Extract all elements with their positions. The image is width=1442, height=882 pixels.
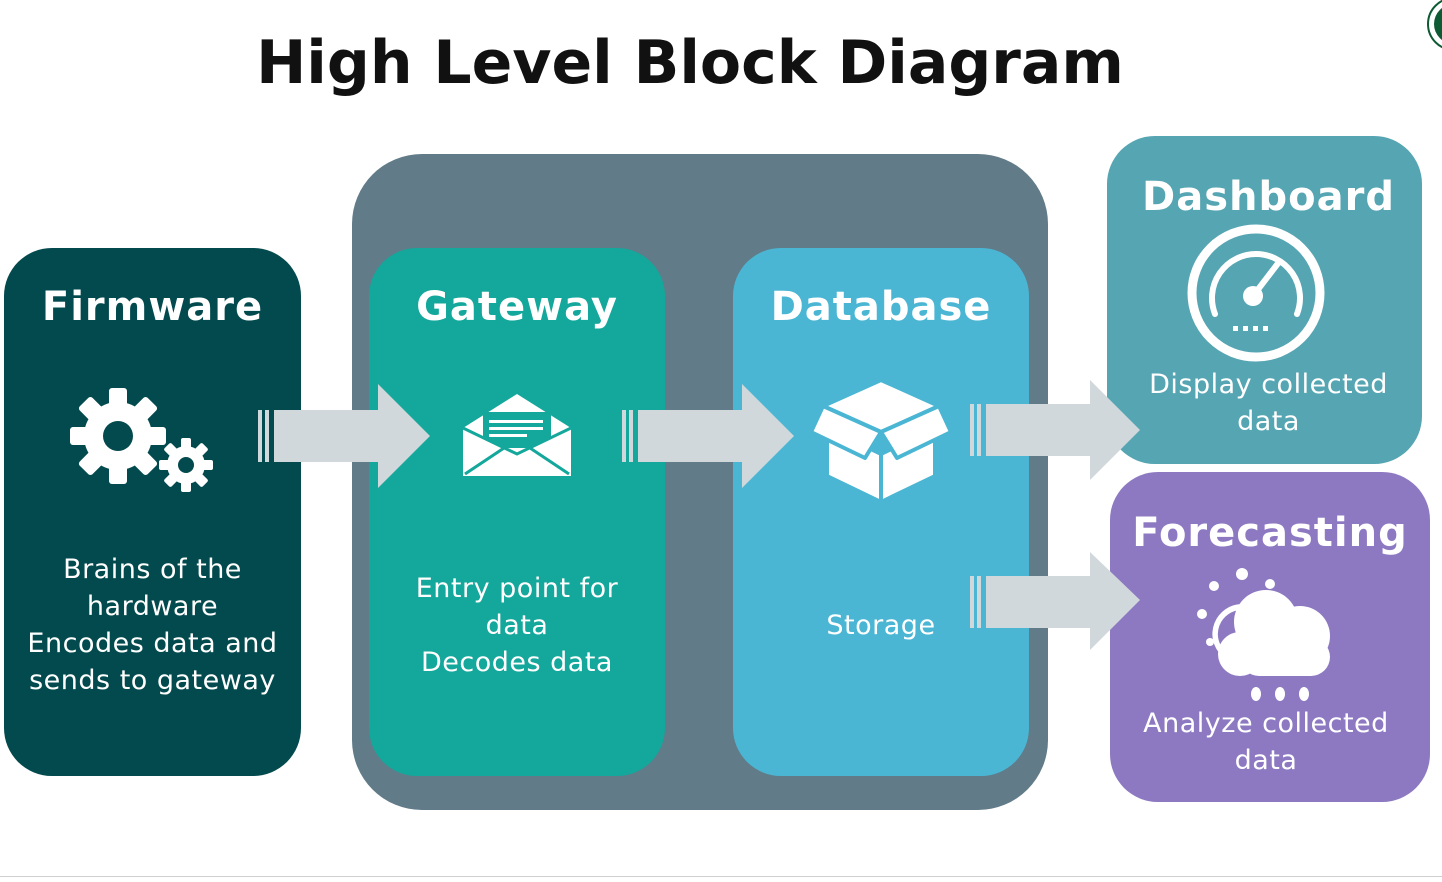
database-block: Database Storage [733,248,1029,776]
gateway-line-1: Entry point for [415,573,619,604]
database-line-1: Storage [826,610,936,641]
gateway-block: Gateway Entry point for data Decodes dat… [369,248,665,776]
gauge-icon [1187,224,1325,362]
firmware-line-4: sends to gateway [29,665,276,696]
arrow-database-to-dashboard [970,380,1140,480]
dashboard-line-2: data [1237,406,1300,437]
database-heading: Database [770,284,992,330]
arrow-firmware-to-gateway [258,384,430,488]
box-icon [809,378,953,504]
gateway-description: Entry point for data Decodes data [369,570,665,681]
firmware-line-1: Brains of the [63,554,242,585]
forecasting-heading: Forecasting [1132,510,1408,556]
dashboard-heading: Dashboard [1142,174,1395,220]
firmware-heading: Firmware [41,284,264,330]
envelope-icon [462,394,572,476]
weather-icon [1197,568,1330,701]
gateway-line-2: data [485,610,549,641]
firmware-line-3: Encodes data and [27,628,278,659]
university-seal-logo [1427,0,1442,49]
dashboard-line-1: Display collected [1149,369,1388,400]
gears-icon [70,388,213,492]
firmware-description: Brains of the hardware Encodes data and … [4,551,301,699]
gateway-heading: Gateway [416,284,618,330]
forecasting-description: Analyze collected data [1106,705,1426,779]
firmware-block: Firmware [4,248,301,776]
forecasting-line-2: data [1234,745,1298,776]
dashboard-description: Display collected data [1111,366,1426,440]
arrow-gateway-to-database [622,384,794,488]
gateway-line-3: Decodes data [421,647,613,678]
bottom-divider [0,876,1442,877]
firmware-line-2: hardware [86,591,219,622]
forecasting-block: Forecasting Analyze collected data [1110,472,1430,802]
page-title: High Level Block Diagram [256,28,1124,98]
forecasting-line-1: Analyze collected [1143,708,1389,739]
arrow-database-to-forecasting [970,552,1140,650]
database-description: Storage [733,607,1029,644]
dashboard-block: Dashboard Display collected data [1107,136,1422,464]
